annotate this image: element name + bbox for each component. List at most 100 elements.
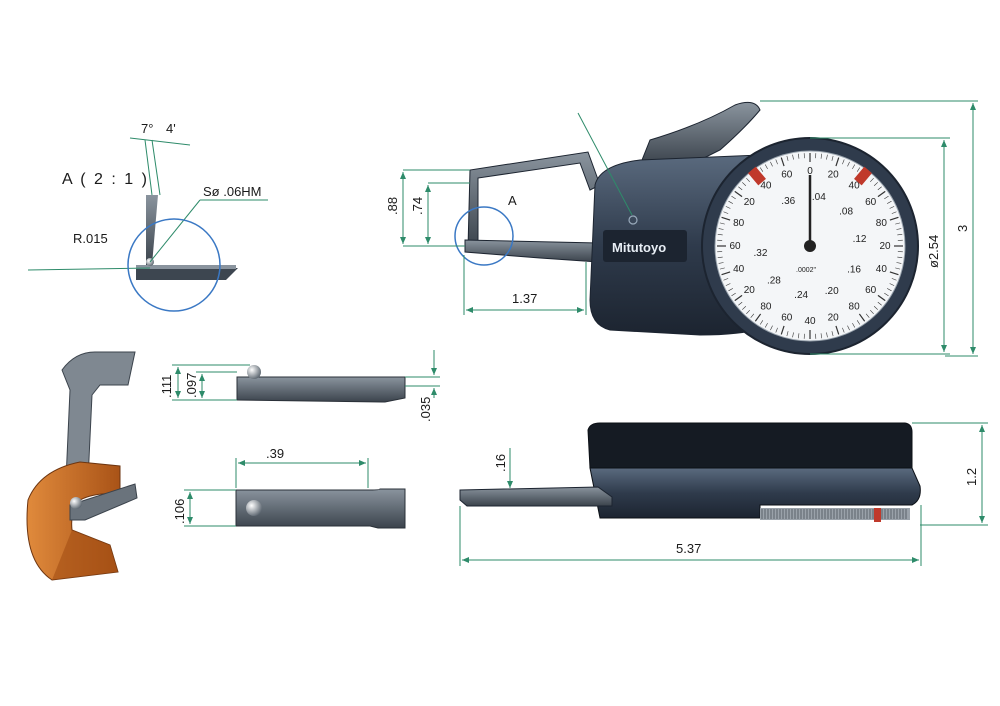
jaw-top-view: .39 .106 (172, 446, 406, 529)
dial-inner-number: .28 (767, 276, 781, 287)
dial-tick (896, 262, 902, 264)
dial-tick (873, 306, 878, 310)
dial-tick (723, 211, 729, 214)
tolerance-marker-left (748, 166, 766, 186)
dial-outer-number: 80 (849, 302, 861, 313)
dim-254: ø2.54 (926, 235, 941, 268)
dial-tick (852, 322, 856, 328)
dial-ticks (717, 153, 903, 339)
dim-12: 1.2 (964, 468, 979, 486)
angle-7: 7° (141, 121, 153, 136)
dial-tick (728, 200, 734, 204)
dial-tick (889, 283, 895, 286)
dial-tick (852, 164, 856, 170)
dial-resolution: .0002" (796, 267, 817, 274)
dial-tick (884, 292, 889, 297)
dial-tick (718, 262, 724, 264)
dial-outer-number: 60 (865, 197, 877, 208)
body-screw (628, 215, 638, 225)
dial-tick (835, 325, 840, 335)
anvil-tip (146, 195, 158, 265)
dial-tick (725, 283, 731, 286)
dial-inner-number: .36 (781, 196, 795, 207)
dial-tick (723, 278, 729, 281)
dial-outer-number: 20 (744, 197, 756, 208)
dial-tick (731, 195, 736, 200)
dial-tick (895, 267, 901, 270)
dial-tick (870, 309, 874, 314)
bottom-body-top (587, 422, 913, 469)
dial-tick (786, 155, 789, 161)
dial-tick (842, 159, 845, 165)
ball-leader (149, 199, 201, 263)
needle-hub (804, 240, 816, 252)
cutaway-arm (61, 351, 136, 481)
dim-035: .035 (418, 397, 433, 422)
dial-tick (780, 325, 785, 335)
dial-tick (856, 320, 861, 325)
dial-tick (750, 313, 755, 318)
dial-tick (775, 327, 778, 333)
dial-tick (718, 228, 724, 230)
dim-111: .111 (159, 375, 174, 398)
dial-outer-number: 20 (828, 312, 840, 323)
angle-line-2 (129, 137, 191, 146)
dial-inner-labels: .36.04.08.12.16.20.24.28.32 (754, 192, 867, 301)
dial-inner-number: .04 (812, 192, 826, 203)
dim-097: .097 (184, 373, 199, 398)
dial-tick (798, 333, 800, 339)
dial-tick (891, 211, 897, 214)
dial-tick (746, 178, 750, 183)
dial-tick (717, 234, 723, 236)
dial-outer-number: 40 (849, 180, 861, 191)
dial-tick (764, 322, 768, 328)
dial-outer-number: 0 (807, 166, 813, 177)
dial-tick (734, 190, 743, 198)
jaw-top (235, 488, 406, 529)
dial-inner-number: .32 (754, 248, 768, 259)
dial-tick (886, 288, 892, 292)
dial-tick (897, 234, 903, 236)
dial-tick (891, 278, 897, 281)
dial-tick (731, 292, 736, 297)
dial-tick (877, 294, 886, 302)
dial-tick (826, 332, 828, 338)
dial-outer-number: 60 (781, 312, 793, 323)
dial-tick (798, 153, 800, 159)
dial-tick (856, 167, 861, 172)
dial-tick (870, 178, 874, 183)
dial-outer-number: 80 (760, 302, 772, 313)
dim-137: 1.37 (512, 291, 537, 306)
dial-tick (889, 271, 899, 276)
upper-arm (467, 151, 601, 249)
dim-039: .39 (266, 446, 284, 461)
front-detail-circle (454, 206, 514, 266)
dial-tick (835, 157, 840, 167)
dial-tick (858, 313, 866, 322)
tolerance-marker-right (854, 166, 872, 186)
dial-tick (721, 271, 731, 276)
dim-106: .106 (172, 499, 187, 524)
jaw-top-ball (246, 500, 262, 516)
dial-tick (847, 161, 850, 167)
dial-tick (717, 256, 723, 258)
dial-tick (884, 195, 889, 200)
lower-arm (464, 239, 599, 263)
dial-tick (877, 190, 886, 198)
dial-inner-number: .20 (825, 286, 839, 297)
dim-074: .74 (410, 197, 425, 215)
detail-view-a: A ( 2 : 1 ) 7° 4' R.015 Sø .06HM (27, 121, 268, 312)
dial-tick (738, 186, 743, 191)
front-label-a: A (508, 193, 517, 208)
dial-tick (865, 313, 870, 318)
dial-outer-number: 40 (760, 180, 772, 191)
dial-tick (820, 333, 822, 339)
radius-leader (27, 267, 151, 271)
dial-inner-number: .12 (853, 234, 867, 245)
bottom-view: .16 1.2 5.37 (459, 422, 988, 566)
dial-outer-number: 60 (729, 241, 741, 252)
angle-line-1 (144, 139, 153, 196)
dim-088: .88 (385, 197, 400, 215)
dial-outer-number: 40 (876, 264, 888, 275)
